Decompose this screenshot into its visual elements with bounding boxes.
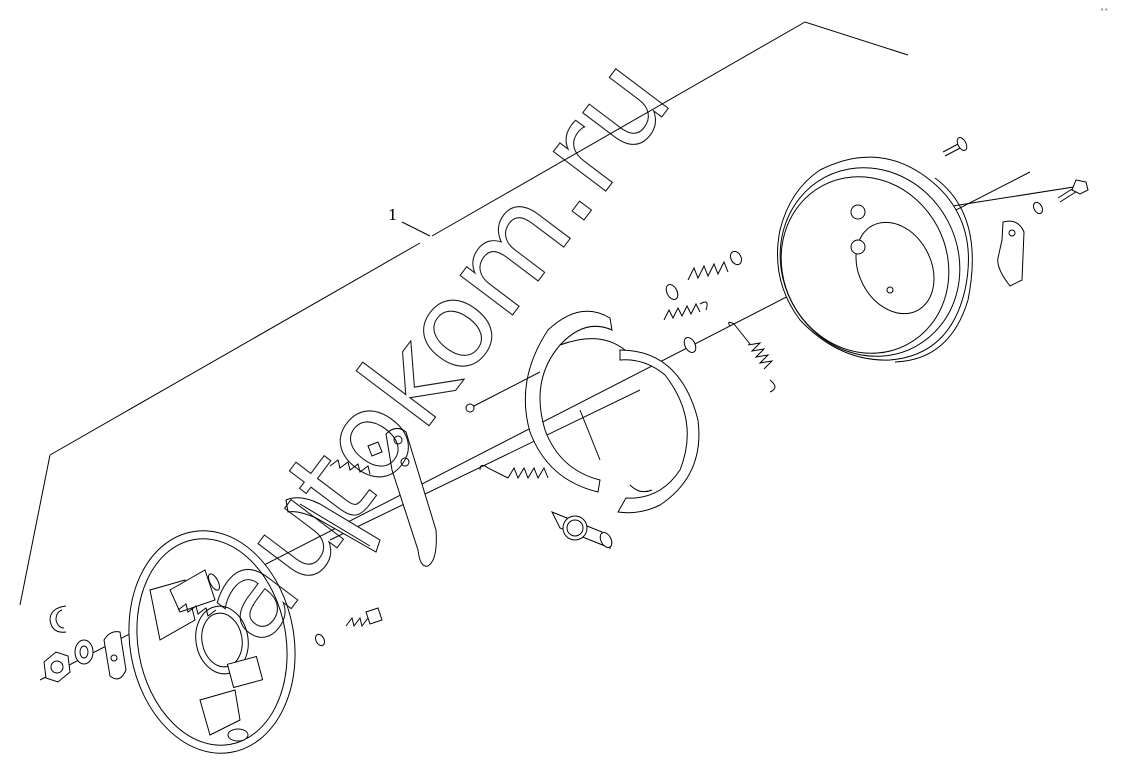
star-wheel-adjuster-icon	[550, 511, 613, 549]
watermark-text: autokom.ru	[172, 33, 698, 667]
coil-spring-icon	[687, 250, 743, 281]
coil-spring-icon	[728, 321, 776, 393]
coil-spring-icon	[663, 301, 708, 321]
bolt-icon	[314, 607, 383, 647]
bolt-icon	[1057, 179, 1089, 203]
brake-shoe-icon	[524, 310, 626, 493]
backing-plate-icon	[128, 530, 296, 754]
assembly-bracket-line	[19, 21, 909, 606]
brake-shoe-icon	[617, 349, 700, 514]
pin-icon	[465, 371, 541, 413]
corner-mark: ••	[1100, 6, 1108, 14]
mounting-tab-icon	[103, 631, 127, 680]
washer-icon	[665, 284, 697, 353]
e-clip-icon	[49, 605, 67, 633]
washer-icon	[1032, 201, 1044, 215]
callout-number: 1	[388, 206, 398, 224]
coil-spring-icon	[479, 464, 549, 480]
watermark: autokom.ru	[172, 33, 699, 668]
washer-icon	[74, 639, 94, 665]
stud-icon	[177, 573, 221, 617]
hex-nut-icon	[43, 651, 71, 683]
coil-spring-icon	[329, 459, 371, 475]
brake-drum-icon	[777, 156, 973, 363]
bolt-icon	[942, 137, 968, 157]
strut-bar-icon	[285, 497, 381, 553]
parking-lever-icon	[367, 428, 437, 567]
mounting-bracket-icon	[997, 220, 1025, 287]
